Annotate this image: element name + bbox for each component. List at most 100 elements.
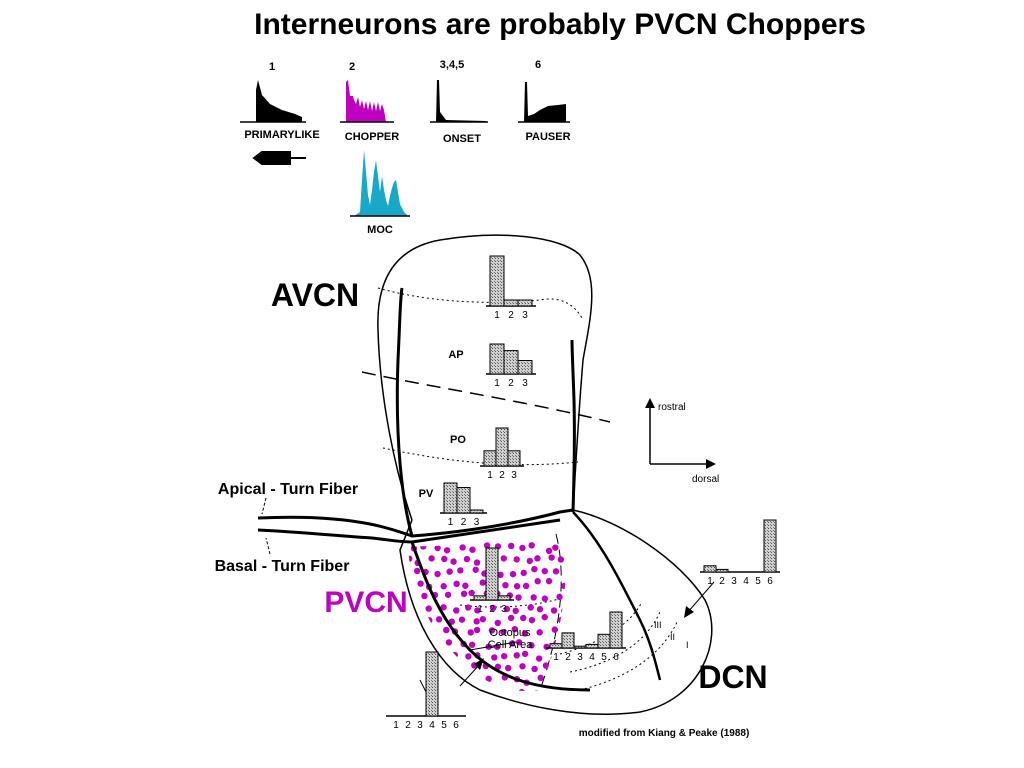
- pvcn-dot: [508, 640, 516, 647]
- histogram-bar: [503, 299, 519, 307]
- histogram-bar: [489, 343, 505, 375]
- histogram-tick-label: 6: [767, 576, 773, 587]
- pvcn-dot: [526, 557, 534, 565]
- pvcn-dot: [408, 630, 410, 637]
- legend-onset: 3,4,5 ONSET: [430, 59, 488, 145]
- pvcn-dot: [528, 616, 536, 624]
- legend-name-onset: ONSET: [443, 133, 481, 145]
- pvcn-dot: [541, 595, 549, 602]
- pvcn-dot: [504, 664, 512, 672]
- pvcn-dot: [531, 665, 538, 673]
- basal-fiber: [257, 518, 561, 544]
- pvcn-dot: [434, 570, 441, 578]
- histogram-tick-label: 3: [522, 310, 528, 321]
- histogram-tick-label: 4: [429, 720, 435, 731]
- pvcn-dot: [473, 559, 481, 566]
- pvcn-dot: [552, 544, 559, 551]
- pvcn-dot: [561, 582, 566, 590]
- dcn-layer-boundaries: [559, 601, 679, 691]
- pvcn-dot: [450, 558, 457, 565]
- pvcn-dot: [458, 616, 466, 623]
- pvcn-dot: [572, 626, 578, 632]
- histogram-tick-label: 3: [731, 576, 737, 587]
- pvcn-dot: [455, 686, 463, 691]
- pvcn-dot: [575, 579, 581, 585]
- pvcn-dot: [577, 618, 583, 624]
- pvcn-dot: [548, 554, 555, 561]
- histogram-tick-label: 2: [565, 652, 571, 663]
- pvcn-dot: [444, 653, 451, 660]
- moc-psth: [354, 150, 408, 216]
- nucleus-outline: [377, 234, 713, 715]
- pvcn-dot: [520, 569, 527, 577]
- pvcn-dot: [494, 619, 501, 627]
- histogram-bar: [517, 299, 533, 307]
- pvcn-dot: [556, 593, 563, 601]
- pvcn-dot: [497, 571, 504, 579]
- apical-fiber-label: Apical - Turn Fiber: [218, 481, 358, 498]
- pvcn-dot: [451, 651, 459, 659]
- pvcn-dot: [421, 592, 428, 600]
- boundary-po-pv: [382, 447, 579, 466]
- pvcn-dot: [528, 542, 535, 549]
- ascending-branch-2: [570, 339, 576, 513]
- legend-name-pauser: PAUSER: [525, 131, 570, 143]
- pvcn-dot: [511, 625, 519, 633]
- pvcn-dot: [519, 663, 526, 670]
- pvcn-dot: [568, 570, 574, 576]
- pvcn-dot: [500, 555, 507, 562]
- pvcn-dot: [565, 591, 566, 599]
- pvcn-dot: [445, 639, 453, 646]
- onset-psth: [436, 80, 486, 122]
- pvcn-dot: [410, 590, 418, 597]
- histogram-bar: [443, 482, 458, 514]
- pvcn-dot: [577, 572, 583, 578]
- pvcn-dot: [408, 675, 409, 683]
- pvcn-dot: [531, 565, 538, 573]
- histogram-tick-label: 2: [405, 720, 411, 731]
- pvcn-dot: [543, 643, 550, 650]
- pvcn-dot: [415, 653, 422, 660]
- orientation-compass: rostral dorsal: [645, 398, 719, 485]
- octopus-label-line1: Octopus: [490, 627, 531, 639]
- pvcn-dot: [488, 627, 496, 634]
- histogram-tick-label: 6: [453, 720, 459, 731]
- pointer-arrows: [459, 581, 715, 687]
- dcn-layer-ii: II: [670, 632, 675, 642]
- histogram-tick-label: 6: [613, 652, 619, 663]
- legend-number-primarylike: 1: [269, 61, 275, 73]
- pvcn-dot: [576, 595, 582, 601]
- histogram-tick-label: 1: [477, 604, 483, 615]
- pvcn-dot: [541, 690, 549, 691]
- histogram-tick-label: 2: [508, 378, 514, 389]
- pvcn-dot: [453, 580, 460, 588]
- pvcn-dot: [463, 555, 471, 563]
- histogram-bar: [469, 509, 484, 514]
- pvcn-dot: [464, 604, 472, 611]
- histogram-bar: [503, 350, 519, 375]
- basal-fiber-label: Basal - Turn Fiber: [215, 558, 350, 575]
- boundary-pvcn-right: [539, 533, 562, 691]
- histogram-tick-label: 1: [707, 576, 713, 587]
- pvcn-label: PVCN: [324, 586, 407, 619]
- pvcn-dot: [426, 617, 433, 624]
- histogram-tick-label: 1: [553, 652, 559, 663]
- po-label: PO: [450, 434, 466, 446]
- histogram-tick-label: 1: [494, 378, 500, 389]
- pvcn-dot: [413, 663, 420, 671]
- pvcn-dot: [513, 583, 521, 590]
- histogram-tick-label: 4: [589, 652, 595, 663]
- pvcn-dot: [410, 614, 417, 621]
- pvcn-dot: [551, 664, 558, 672]
- legend-number-chopper: 2: [349, 61, 355, 73]
- pvcn-dot: [435, 616, 443, 623]
- pvcn-dot: [443, 687, 451, 691]
- histogram-bar: [549, 643, 563, 649]
- pvcn-dot: [550, 607, 558, 614]
- pvcn-dot: [537, 674, 544, 682]
